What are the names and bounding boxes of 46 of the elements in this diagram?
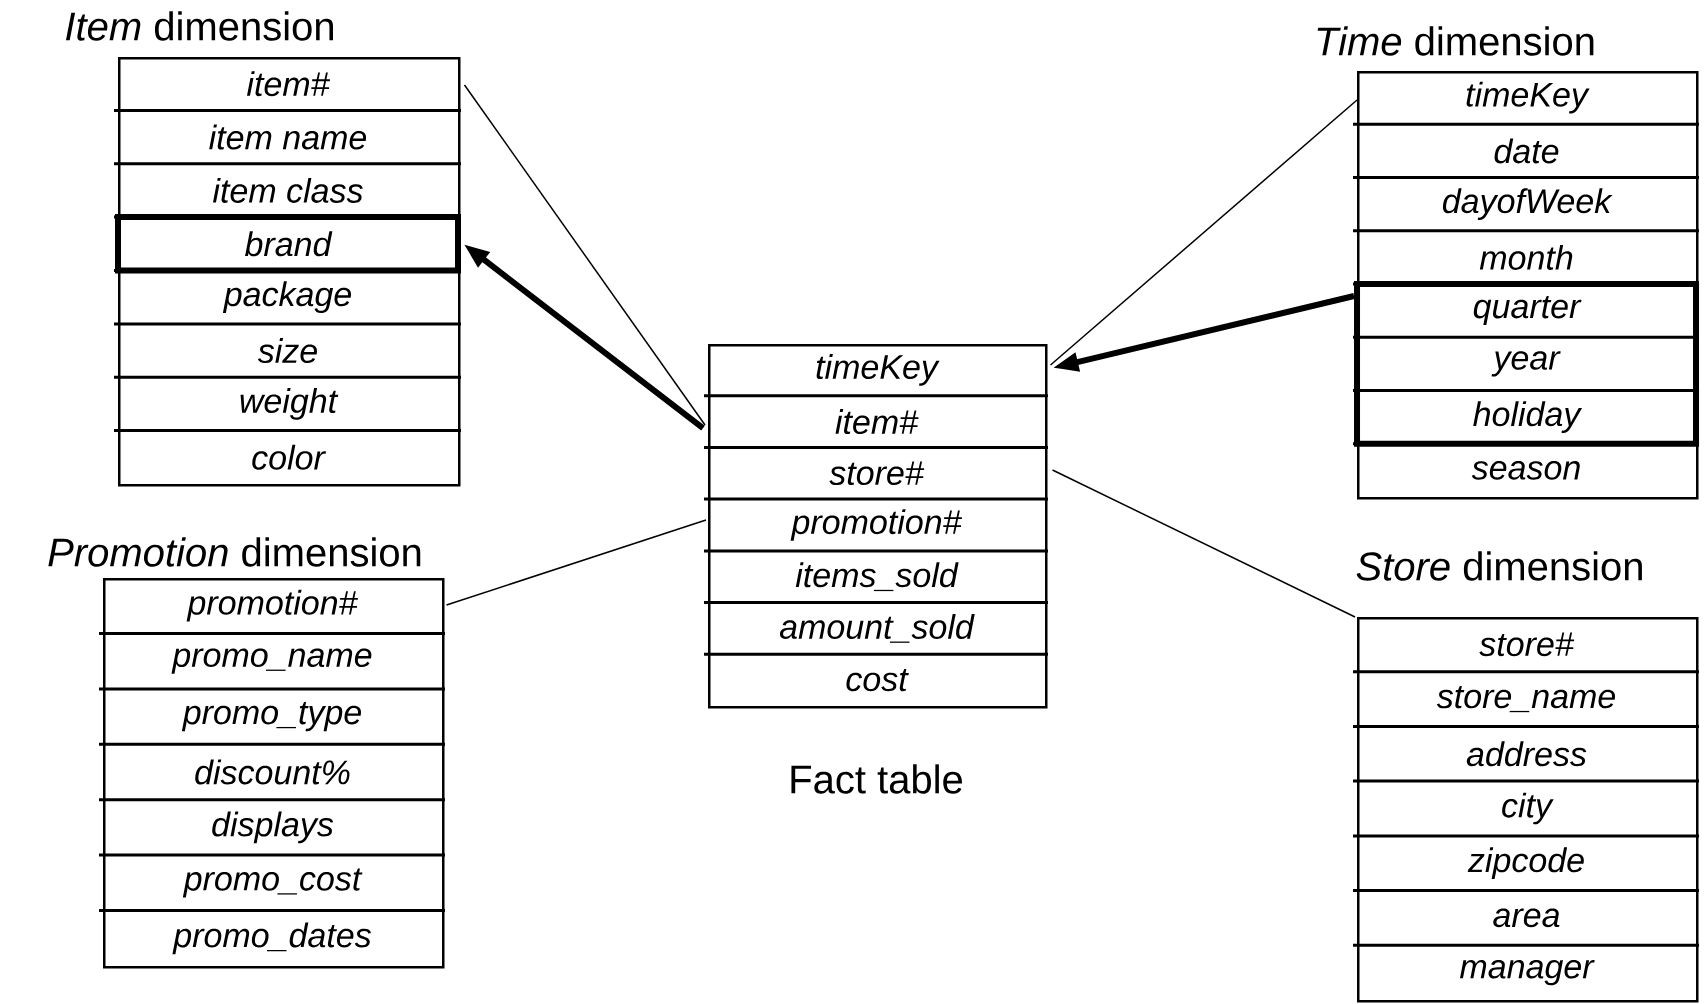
field-name: displays xyxy=(212,811,334,844)
field-name: timeKey xyxy=(816,354,940,386)
field-name: promotion# xyxy=(790,509,962,541)
field-name: zipcode xyxy=(1467,847,1584,880)
field-name: cost xyxy=(846,668,909,692)
field-name: season xyxy=(1471,461,1580,480)
field-name: manager xyxy=(1460,959,1595,986)
connector-line xyxy=(445,519,707,606)
connector-line xyxy=(463,84,706,426)
table-caption: Fact table xyxy=(791,764,962,794)
field-name: quarter xyxy=(1473,296,1582,326)
field-name: city xyxy=(1502,792,1554,825)
field-name: amount_sold xyxy=(779,614,975,643)
field-name: item name xyxy=(209,124,367,150)
field-name: address xyxy=(1466,741,1587,767)
field-name: date xyxy=(1494,138,1559,164)
table-heading: Time dimension xyxy=(1317,26,1594,56)
field-name: promotion# xyxy=(186,589,358,622)
field-name: store# xyxy=(1479,632,1575,657)
field-name: promo_cost xyxy=(182,868,363,898)
connector-line xyxy=(1051,469,1356,618)
table-heading: Promotion dimension xyxy=(48,537,421,567)
field-name: item class xyxy=(213,177,363,203)
field-name: item# xyxy=(835,409,919,435)
field-name: item# xyxy=(247,71,330,97)
table-heading: Item dimension xyxy=(65,11,333,41)
field-name: dayofWeek xyxy=(1442,188,1613,220)
field-name: holiday xyxy=(1473,401,1583,433)
field-name: store_name xyxy=(1436,686,1615,713)
field-name: promo_name xyxy=(171,648,372,674)
field-name: size xyxy=(257,338,317,364)
field-name: promo_type xyxy=(181,702,361,732)
field-name: month xyxy=(1479,244,1573,270)
field-name: package xyxy=(222,281,351,314)
connector-line xyxy=(1049,99,1358,366)
field-name: color xyxy=(252,444,326,470)
field-name: items_sold xyxy=(795,562,959,592)
field-name: store# xyxy=(829,461,925,486)
field-name: area xyxy=(1493,908,1560,928)
table-heading: Store dimension xyxy=(1356,551,1642,581)
field-name: weight xyxy=(240,388,339,420)
field-name: discount% xyxy=(195,759,350,785)
field-name: timeKey xyxy=(1466,81,1590,114)
field-name: promo_dates xyxy=(172,922,371,955)
field-name: year xyxy=(1491,351,1561,377)
field-name: brand xyxy=(245,231,333,257)
